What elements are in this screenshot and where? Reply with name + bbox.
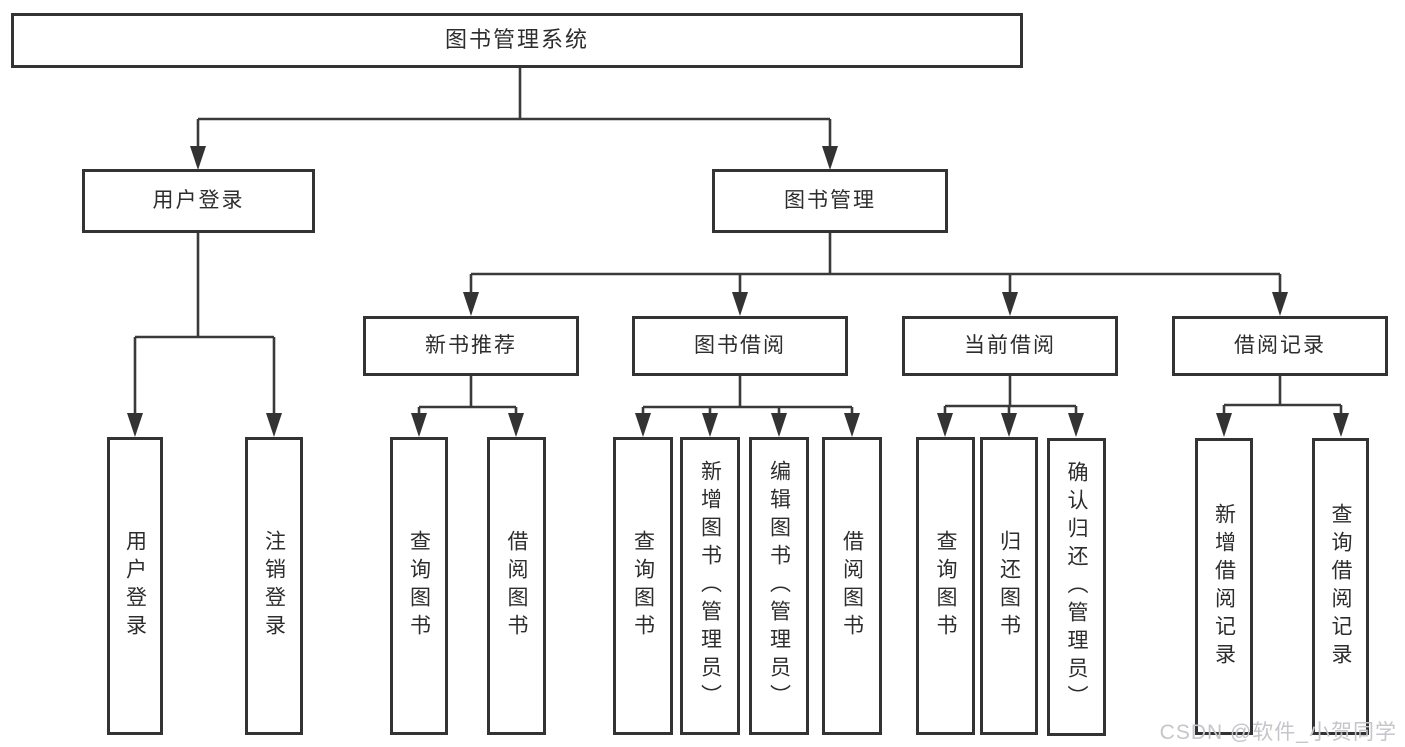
node-label: 新增借阅记录: [1212, 502, 1236, 671]
connector-root-to-level2: [196, 68, 832, 156]
arrow-icon: [411, 413, 427, 437]
csdn-watermark: CSDN @软件_小贺同学: [1159, 721, 1397, 744]
node-library-management-system: 图书管理系统: [11, 13, 1023, 68]
node-leaf-edit-book-admin: 编辑图书（管理员）: [749, 437, 809, 735]
arrow-icon: [1272, 292, 1288, 316]
node-leaf-return-book: 归还图书: [980, 437, 1038, 735]
connector-user-login-branch: [133, 233, 276, 422]
arrow-icon: [1333, 413, 1349, 437]
node-leaf-user-login: 用户登录: [107, 437, 163, 735]
node-label: 用户登录: [152, 189, 245, 213]
node-leaf-query-books-current: 查询图书: [916, 437, 975, 735]
node-leaf-query-books-recommendation: 查询图书: [390, 437, 448, 735]
node-label: 查询图书: [407, 530, 431, 642]
arrow-icon: [844, 413, 860, 437]
node-label: 注销登录: [262, 530, 286, 642]
node-leaf-logout: 注销登录: [245, 437, 303, 735]
node-label: 新增图书（管理员）: [698, 460, 722, 712]
node-current-borrowing: 当前借阅: [902, 316, 1118, 376]
arrow-icon: [1068, 413, 1084, 437]
node-label: 确认归还（管理员）: [1065, 461, 1089, 713]
arrow-icon: [1001, 413, 1017, 437]
node-leaf-confirm-return-admin: 确认归还（管理员）: [1047, 438, 1106, 736]
node-label: 借阅图书: [505, 530, 529, 642]
arrow-icon: [635, 413, 651, 437]
node-label: 查询图书: [934, 530, 958, 642]
node-new-book-recommendation: 新书推荐: [363, 316, 579, 376]
node-leaf-add-borrow-record: 新增借阅记录: [1195, 438, 1253, 735]
node-book-management: 图书管理: [712, 169, 948, 233]
node-leaf-borrow-books-recommendation: 借阅图书: [487, 437, 546, 735]
arrow-icon: [127, 413, 143, 437]
node-user-login: 用户登录: [82, 169, 315, 233]
connector-book-management-branch: [469, 233, 1282, 301]
node-leaf-query-books-borrowing: 查询图书: [613, 437, 673, 735]
arrow-icon: [732, 292, 748, 316]
node-label: 当前借阅: [964, 334, 1056, 358]
arrow-icon: [1216, 413, 1232, 437]
node-leaf-add-book-admin: 新增图书（管理员）: [680, 437, 740, 735]
node-label: 图书管理: [784, 189, 876, 213]
node-label: 编辑图书（管理员）: [767, 460, 791, 712]
node-label: 借阅记录: [1234, 334, 1326, 358]
node-book-borrowing: 图书借阅: [632, 316, 848, 376]
arrow-icon: [463, 292, 479, 316]
node-leaf-query-borrow-record: 查询借阅记录: [1312, 438, 1369, 735]
node-label: 查询图书: [631, 530, 655, 642]
node-label: 用户登录: [123, 530, 147, 642]
node-label: 查询借阅记录: [1329, 502, 1353, 671]
node-label: 图书借阅: [694, 334, 786, 358]
arrow-icon: [266, 413, 282, 437]
connector-new-book-branch: [417, 376, 518, 422]
arrow-icon: [771, 413, 787, 437]
arrow-icon: [702, 413, 718, 437]
node-label: 新书推荐: [425, 334, 517, 358]
arrow-icon: [190, 146, 206, 170]
arrow-icon: [1002, 292, 1018, 316]
arrow-icon: [822, 146, 838, 170]
node-label: 借阅图书: [840, 530, 864, 642]
arrow-icon: [508, 413, 524, 437]
node-label: 图书管理系统: [444, 27, 589, 53]
node-leaf-borrow-books-borrowing: 借阅图书: [822, 437, 882, 735]
node-borrowing-records: 借阅记录: [1172, 316, 1388, 376]
arrowheads: [127, 146, 1349, 437]
arrow-icon: [937, 413, 953, 437]
connector-borrowing-records-branch: [1222, 376, 1343, 422]
node-label: 归还图书: [997, 530, 1021, 642]
connector-book-borrowing-branch: [641, 376, 854, 422]
